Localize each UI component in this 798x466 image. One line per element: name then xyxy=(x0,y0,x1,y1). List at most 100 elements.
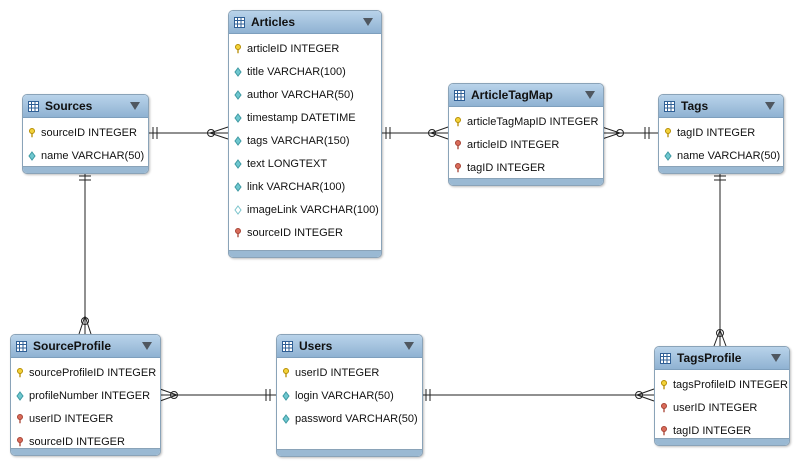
crow-foot-icon xyxy=(78,315,92,335)
field-row: userID INTEGER xyxy=(655,396,789,419)
optional-circle-icon xyxy=(81,317,89,325)
field-row: tagID INTEGER xyxy=(655,419,789,442)
entity-title: SourceProfile xyxy=(33,339,112,353)
field-list: articleID INTEGER title VARCHAR(100) aut… xyxy=(229,34,381,244)
crow-foot-icon xyxy=(636,388,655,402)
entity-header[interactable]: Tags xyxy=(659,95,783,118)
entity-header[interactable]: TagsProfile xyxy=(655,347,789,370)
one-mark-icon xyxy=(265,389,271,401)
field-row: tagID INTEGER xyxy=(659,121,783,144)
optional-circle-icon xyxy=(635,391,643,399)
primary-key-icon xyxy=(661,379,667,389)
foreign-key-icon xyxy=(235,227,241,237)
one-mark-icon xyxy=(79,175,91,181)
collapse-icon[interactable] xyxy=(585,91,595,99)
optional-circle-icon xyxy=(207,129,215,137)
field-row: name VARCHAR(50) xyxy=(23,144,148,167)
collapse-icon[interactable] xyxy=(771,354,781,362)
field-row: sourceID INTEGER xyxy=(11,430,160,453)
collapse-icon[interactable] xyxy=(142,342,152,350)
field-label: sourceID INTEGER xyxy=(247,226,343,239)
entity-articles[interactable]: Articles articleID INTEGER title VARCHAR… xyxy=(228,10,382,258)
column-diamond-icon xyxy=(234,135,242,146)
collapse-icon[interactable] xyxy=(765,102,775,110)
field-label: title VARCHAR(100) xyxy=(247,65,346,78)
field-label: login VARCHAR(50) xyxy=(295,389,394,402)
optional-circle-icon xyxy=(716,329,724,337)
entity-header[interactable]: ArticleTagMap xyxy=(449,84,603,107)
entity-sources[interactable]: Sources sourceID INTEGER name VARCHAR(50… xyxy=(22,94,149,174)
field-list: tagID INTEGER name VARCHAR(50) xyxy=(659,118,783,167)
collapse-icon[interactable] xyxy=(130,102,140,110)
entity-title: TagsProfile xyxy=(677,351,742,365)
field-row: tags VARCHAR(150) xyxy=(229,129,381,152)
optional-circle-icon xyxy=(616,129,624,137)
field-label: name VARCHAR(50) xyxy=(41,149,145,162)
field-row: login VARCHAR(50) xyxy=(277,384,422,407)
entity-title: ArticleTagMap xyxy=(471,88,553,102)
primary-key-icon xyxy=(283,367,289,377)
entity-footer xyxy=(449,178,603,185)
entity-footer xyxy=(23,166,148,173)
field-label: tagID INTEGER xyxy=(673,424,752,437)
field-label: sourceProfileID INTEGER xyxy=(29,366,157,379)
entity-title: Tags xyxy=(681,99,709,113)
entity-header[interactable]: Articles xyxy=(229,11,381,34)
column-diamond-icon xyxy=(234,181,242,192)
table-icon xyxy=(282,340,293,352)
field-label: profileNumber INTEGER xyxy=(29,389,151,402)
field-row: profileNumber INTEGER xyxy=(11,384,160,407)
nullable-column-icon xyxy=(234,204,242,215)
foreign-key-icon xyxy=(455,139,461,149)
entity-users[interactable]: Users userID INTEGER login VARCHAR(50) p… xyxy=(276,334,423,457)
foreign-key-icon xyxy=(455,162,461,172)
entity-sourceprofile[interactable]: SourceProfile sourceProfileID INTEGER pr… xyxy=(10,334,161,456)
column-diamond-icon xyxy=(234,158,242,169)
column-diamond-icon xyxy=(664,150,672,161)
collapse-icon[interactable] xyxy=(363,18,373,26)
field-row: author VARCHAR(50) xyxy=(229,83,381,106)
field-label: link VARCHAR(100) xyxy=(247,180,346,193)
entity-tagsprofile[interactable]: TagsProfile tagsProfileID INTEGER userID… xyxy=(654,346,790,446)
field-label: author VARCHAR(50) xyxy=(247,88,354,101)
field-list: userID INTEGER login VARCHAR(50) passwor… xyxy=(277,358,422,430)
crow-foot-icon xyxy=(713,329,727,347)
column-diamond-icon xyxy=(28,150,36,161)
entity-header[interactable]: SourceProfile xyxy=(11,335,160,358)
column-diamond-icon xyxy=(282,390,290,401)
entity-header[interactable]: Sources xyxy=(23,95,148,118)
field-label: sourceID INTEGER xyxy=(41,126,137,139)
field-row: title VARCHAR(100) xyxy=(229,60,381,83)
entity-articletagmap[interactable]: ArticleTagMap articleTagMapID INTEGER ar… xyxy=(448,83,604,186)
field-list: sourceID INTEGER name VARCHAR(50) xyxy=(23,118,148,167)
primary-key-icon xyxy=(29,127,35,137)
field-label: tagID INTEGER xyxy=(677,126,756,139)
field-row: sourceProfileID INTEGER xyxy=(11,361,160,384)
primary-key-icon xyxy=(17,367,23,377)
field-row: sourceID INTEGER xyxy=(229,221,381,244)
entity-tags[interactable]: Tags tagID INTEGER name VARCHAR(50) xyxy=(658,94,784,174)
column-diamond-icon xyxy=(282,413,290,424)
field-list: sourceProfileID INTEGER profileNumber IN… xyxy=(11,358,160,453)
field-row: sourceID INTEGER xyxy=(23,121,148,144)
crow-foot-icon xyxy=(209,126,229,140)
column-diamond-icon xyxy=(234,89,242,100)
field-row: userID INTEGER xyxy=(277,361,422,384)
one-mark-icon xyxy=(714,175,726,181)
foreign-key-icon xyxy=(661,402,667,412)
field-row: tagID INTEGER xyxy=(449,156,603,179)
field-label: userID INTEGER xyxy=(29,412,114,425)
collapse-icon[interactable] xyxy=(404,342,414,350)
table-icon xyxy=(660,352,671,364)
field-label: userID INTEGER xyxy=(673,401,758,414)
one-mark-icon xyxy=(152,127,158,139)
table-icon xyxy=(664,100,675,112)
optional-circle-icon xyxy=(170,391,178,399)
entity-header[interactable]: Users xyxy=(277,335,422,358)
entity-footer xyxy=(277,449,422,456)
entity-title: Articles xyxy=(251,15,296,29)
field-row: userID INTEGER xyxy=(11,407,160,430)
field-label: timestamp DATETIME xyxy=(247,111,356,124)
